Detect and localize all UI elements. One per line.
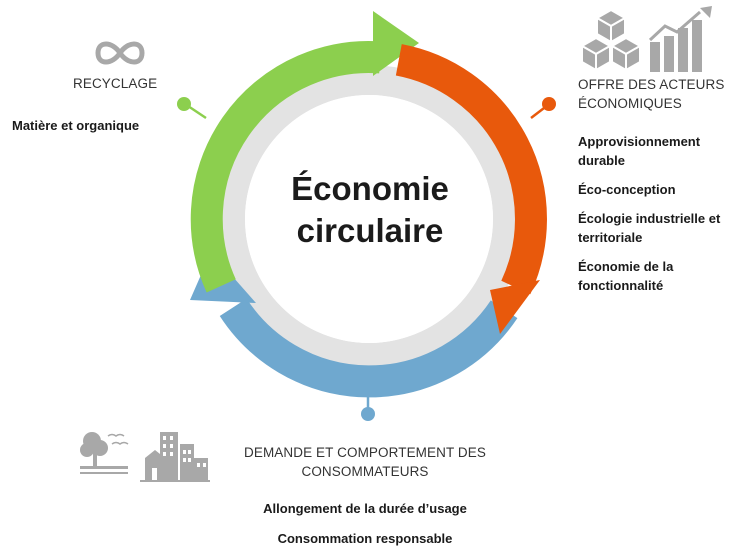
- infinity-icon: [95, 41, 145, 65]
- offre-item-line: fonctionnalité: [578, 278, 664, 293]
- recyclage-items: Matière et organique: [12, 116, 139, 135]
- orange-arrow-head: [490, 280, 540, 334]
- blue-arc-demande: [219, 298, 518, 398]
- offre-heading: OFFRE DES ACTEURS ÉCONOMIQUES: [578, 75, 743, 113]
- inner-gray-ring: [215, 65, 523, 373]
- demande-heading-line2: CONSOMMATEURS: [301, 464, 429, 479]
- offre-item: Écologie industrielle et territoriale: [578, 209, 740, 247]
- offre-item-line: durable: [578, 153, 625, 168]
- dot-recyclage: [177, 97, 191, 111]
- offre-item-line: Éco-conception: [578, 182, 676, 197]
- recyclage-item: Matière et organique: [12, 118, 140, 133]
- center-title-line2: circulaire: [296, 212, 444, 249]
- demande-item: Allongement de la durée d’usage: [263, 501, 467, 516]
- orange-arc-offre: [395, 44, 547, 295]
- center-title-line1: Économie: [291, 170, 449, 207]
- offre-item-line: Écologie industrielle et: [578, 211, 721, 226]
- green-arrow-head: [373, 11, 419, 76]
- demande-items: Allongement de la durée d’usage Consomma…: [215, 499, 515, 559]
- center-disc: [245, 95, 493, 343]
- demande-heading: DEMANDE ET COMPORTEMENT DES CONSOMMATEUR…: [225, 443, 505, 481]
- offre-item-line: Économie de la: [578, 259, 674, 274]
- offre-heading-line1: OFFRE DES ACTEURS: [578, 77, 725, 92]
- recyclage-heading: RECYCLAGE: [73, 76, 158, 91]
- cubes-icon: [579, 8, 643, 72]
- offre-item: Économie de la fonctionnalité: [578, 257, 740, 295]
- offre-item-line: territoriale: [578, 230, 643, 245]
- offre-item-line: Approvisionnement: [578, 134, 701, 149]
- city-icon: [140, 432, 210, 482]
- offre-item: Éco-conception: [578, 180, 740, 199]
- offre-items: Approvisionnement durable Éco-conception…: [578, 132, 740, 305]
- demande-heading-line1: DEMANDE ET COMPORTEMENT DES: [244, 445, 486, 460]
- offre-heading-line2: ÉCONOMIQUES: [578, 96, 682, 111]
- growth-chart-icon: [648, 6, 712, 72]
- demande-item: Consommation responsable: [277, 531, 453, 546]
- dot-demande: [361, 407, 375, 421]
- offre-item: Approvisionnement durable: [578, 132, 740, 170]
- nature-icon: [80, 432, 129, 474]
- dot-offre: [542, 97, 556, 111]
- green-arc-recyclage: [190, 40, 382, 293]
- center-title: Économie circulaire: [250, 168, 490, 252]
